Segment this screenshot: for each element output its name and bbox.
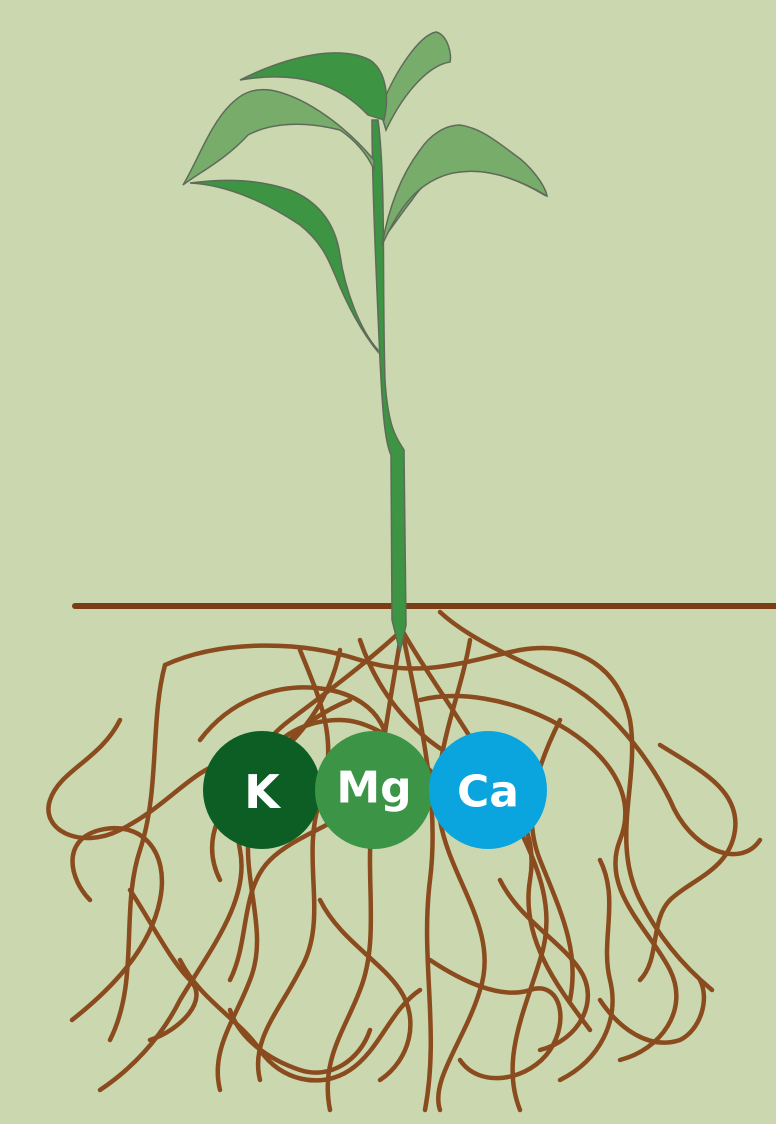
nutrient-k-label: K xyxy=(244,765,282,819)
nutrient-circles: K Mg Ca xyxy=(203,731,547,849)
nutrient-ca: Ca xyxy=(429,731,547,849)
nutrient-mg: Mg xyxy=(315,731,433,849)
nutrient-k: K xyxy=(203,731,321,849)
leaf-mid-left xyxy=(183,90,374,185)
nutrient-mg-label: Mg xyxy=(336,763,411,814)
root-system xyxy=(48,612,760,1110)
leaf-large-left xyxy=(190,180,378,352)
leaves xyxy=(183,32,547,352)
nutrient-ca-label: Ca xyxy=(457,767,519,818)
leaf-top-right xyxy=(380,32,450,130)
leaf-right-upper xyxy=(382,125,547,245)
